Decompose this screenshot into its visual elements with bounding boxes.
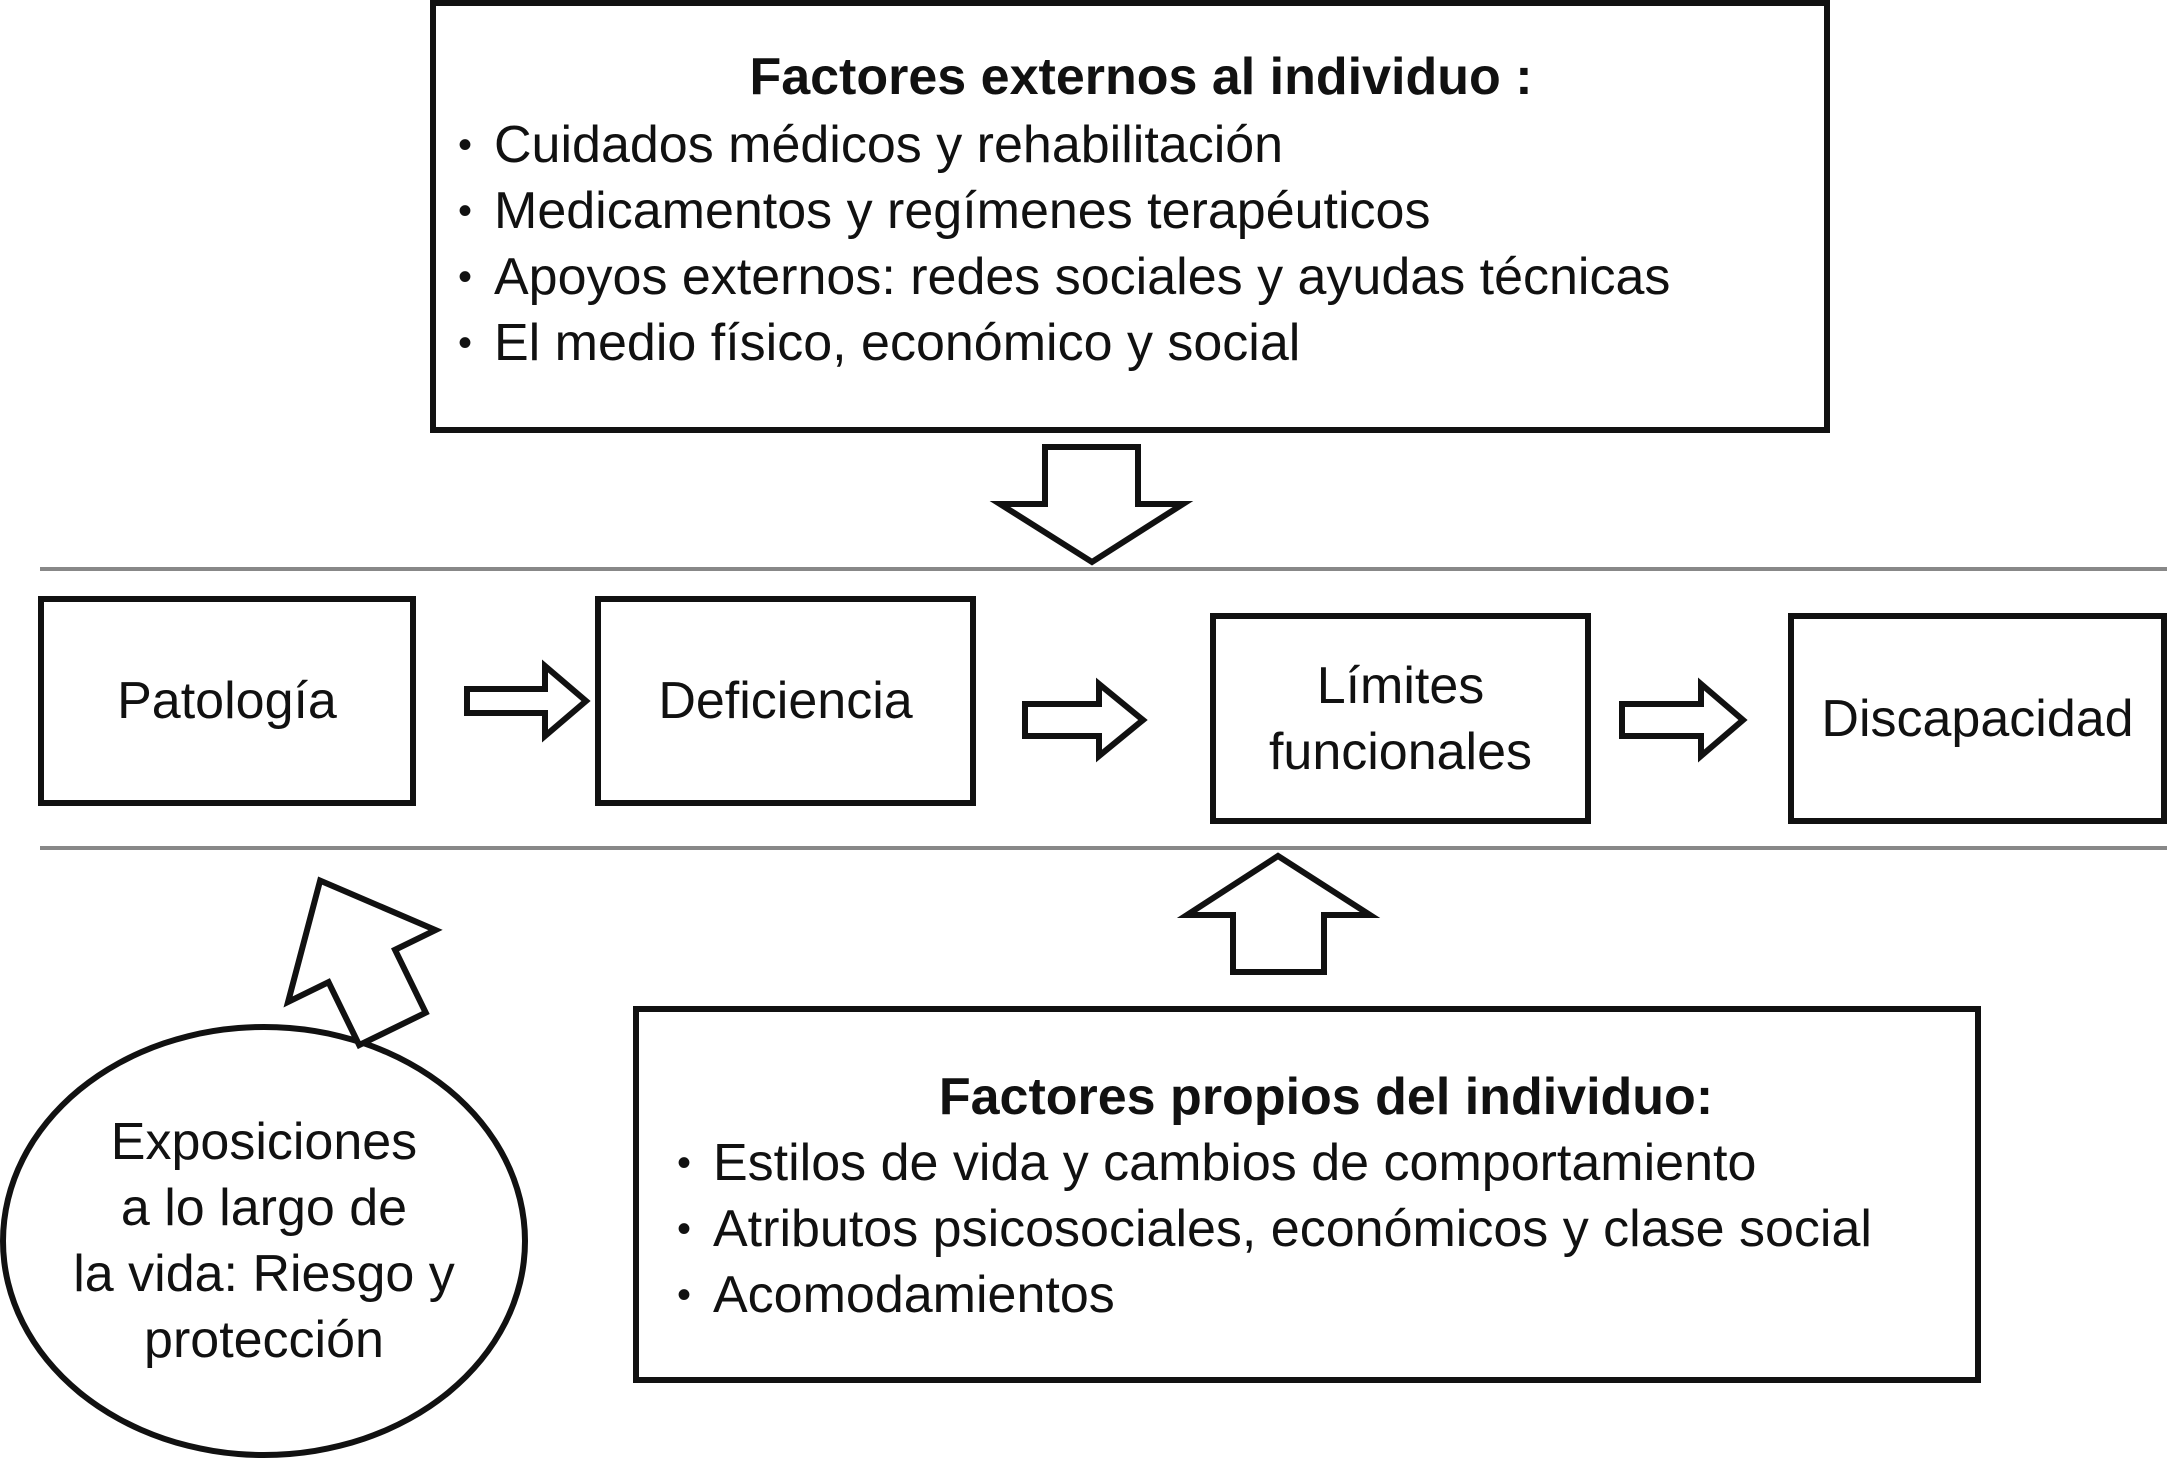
internal-factor-item: Atributos psicosociales, económicos y cl… [677, 1196, 1975, 1262]
exposures-ellipse: Exposiciones a lo largo de la vida: Ries… [0, 1024, 528, 1458]
external-factors-list: Cuidados médicos y rehabilitación Medica… [458, 112, 1824, 376]
external-factor-item: Medicamentos y regímenes terapéuticos [458, 178, 1824, 244]
stage-deficiencia: Deficiencia [595, 596, 976, 806]
external-factors-title: Factores externos al individuo : [749, 48, 1533, 106]
stage-limites-funcionales: Límites funcionales [1210, 613, 1591, 824]
exposures-line2: a lo largo de [120, 1179, 408, 1237]
exposures-up-arrow-icon [283, 876, 443, 1050]
external-factors-box: Factores externos al individuo : Cuidado… [430, 0, 1830, 433]
exposures-line4: protección [144, 1311, 384, 1369]
external-factor-item: El medio físico, económico y social [458, 310, 1824, 376]
upper-separator-line [40, 567, 2167, 571]
stage-patologia-label: Patología [117, 672, 337, 730]
stage-patologia: Patología [38, 596, 416, 806]
internal-factor-item: Estilos de vida y cambios de comportamie… [677, 1130, 1975, 1196]
external-factor-item: Apoyos externos: redes sociales y ayudas… [458, 244, 1824, 310]
stage-deficiencia-label: Deficiencia [658, 672, 913, 730]
exposures-line3: la vida: Riesgo y [73, 1245, 455, 1303]
stage-limites-line1: Límites [1316, 656, 1485, 715]
lower-separator-line [40, 846, 2167, 850]
stage-discapacidad: Discapacidad [1788, 613, 2167, 824]
up-arrow-icon [1176, 852, 1381, 975]
stage-limites-line2: funcionales [1268, 722, 1533, 781]
right-arrow-icon [464, 659, 591, 743]
right-arrow-icon [1022, 677, 1148, 763]
internal-factors-box: Factores propios del individuo: Estilos … [633, 1006, 1981, 1383]
internal-factors-title: Factores propios del individuo: [938, 1068, 1714, 1126]
external-factor-item: Cuidados médicos y rehabilitación [458, 112, 1824, 178]
internal-factors-list: Estilos de vida y cambios de comportamie… [677, 1130, 1975, 1328]
right-arrow-icon [1619, 677, 1748, 763]
exposures-line1: Exposiciones [110, 1113, 418, 1171]
stage-discapacidad-label: Discapacidad [1821, 689, 2134, 748]
internal-factor-item: Acomodamientos [677, 1262, 1975, 1328]
down-arrow-icon [989, 444, 1194, 566]
